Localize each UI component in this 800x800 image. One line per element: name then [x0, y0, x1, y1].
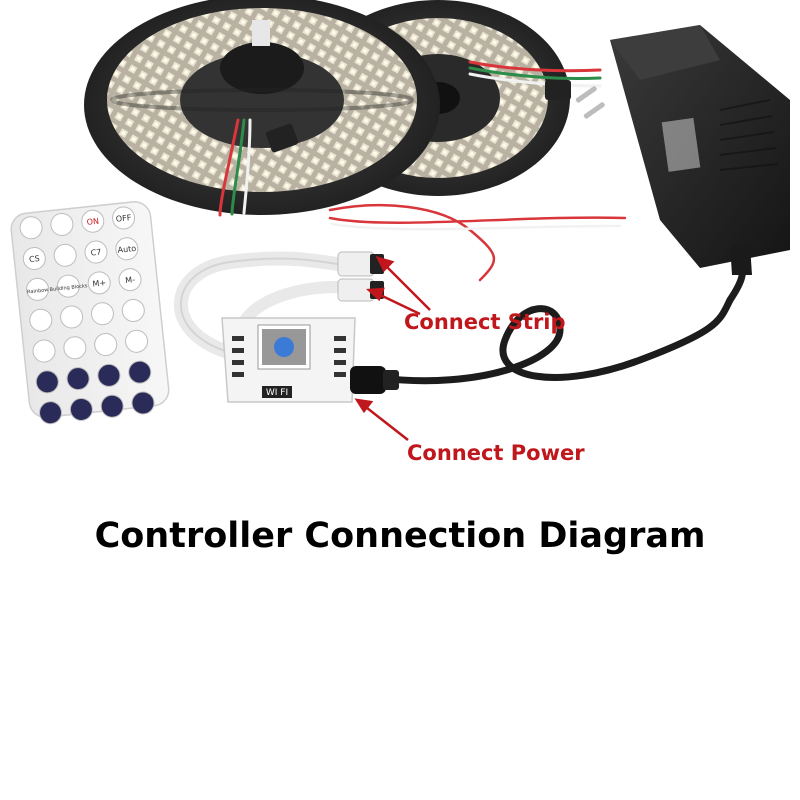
remote-button [60, 305, 84, 329]
led-strip-reel-front [84, 0, 440, 215]
brightness-down-button [50, 212, 74, 236]
color-wheel-button [53, 243, 77, 267]
remote-button [35, 370, 59, 394]
remote-button [66, 367, 90, 391]
remote-button [32, 339, 56, 363]
strip-wires [218, 60, 627, 282]
remote-button [69, 397, 93, 421]
power-cable [376, 256, 747, 385]
remote-button [29, 308, 53, 332]
svg-text:M-: M- [125, 275, 136, 285]
connect-power-label: Connect Power [407, 441, 585, 465]
remote-button [97, 363, 121, 387]
remote-button [131, 391, 155, 415]
connect-strip-arrows [365, 256, 431, 316]
remote-button [90, 302, 114, 326]
remote-button [63, 336, 87, 360]
power-adapter [575, 25, 790, 275]
remote-button [121, 298, 145, 322]
remote-button [100, 394, 124, 418]
svg-text:Building Blocks: Building Blocks [49, 283, 88, 293]
on-button: ON [81, 209, 105, 233]
remote-button [125, 329, 149, 353]
svg-text:Rainbow: Rainbow [27, 287, 49, 295]
remote-button [39, 401, 63, 425]
svg-text:CS: CS [29, 254, 41, 264]
mode-up-button: M+ [87, 271, 111, 295]
svg-text:OFF: OFF [115, 213, 132, 224]
auto-button: Auto [115, 237, 139, 261]
svg-text:ON: ON [86, 217, 99, 227]
color-wheel-button: C7 [84, 240, 108, 264]
svg-text:Auto: Auto [117, 244, 137, 255]
connect-power-arrow [354, 398, 409, 441]
off-button: OFF [112, 206, 136, 230]
wifi-controller: WI FI [221, 317, 356, 403]
rainbow-button: Rainbow [26, 277, 50, 301]
strip-connectors [265, 80, 571, 153]
remote-button [94, 333, 118, 357]
remote-button [128, 360, 152, 384]
mode-down-button: M- [118, 268, 142, 292]
color-wheel-button: CS [22, 247, 46, 271]
blocks-button: Building Blocks [49, 274, 88, 298]
diagram-title: Controller Connection Diagram [94, 516, 706, 556]
connect-strip-label: Connect Strip [404, 310, 566, 334]
svg-text:M+: M+ [92, 278, 106, 288]
controller-label: WI FI [266, 388, 288, 398]
svg-text:C7: C7 [90, 248, 102, 258]
dc-jack [350, 366, 399, 394]
pigtail-connectors [337, 251, 384, 302]
brightness-up-button [19, 216, 43, 240]
